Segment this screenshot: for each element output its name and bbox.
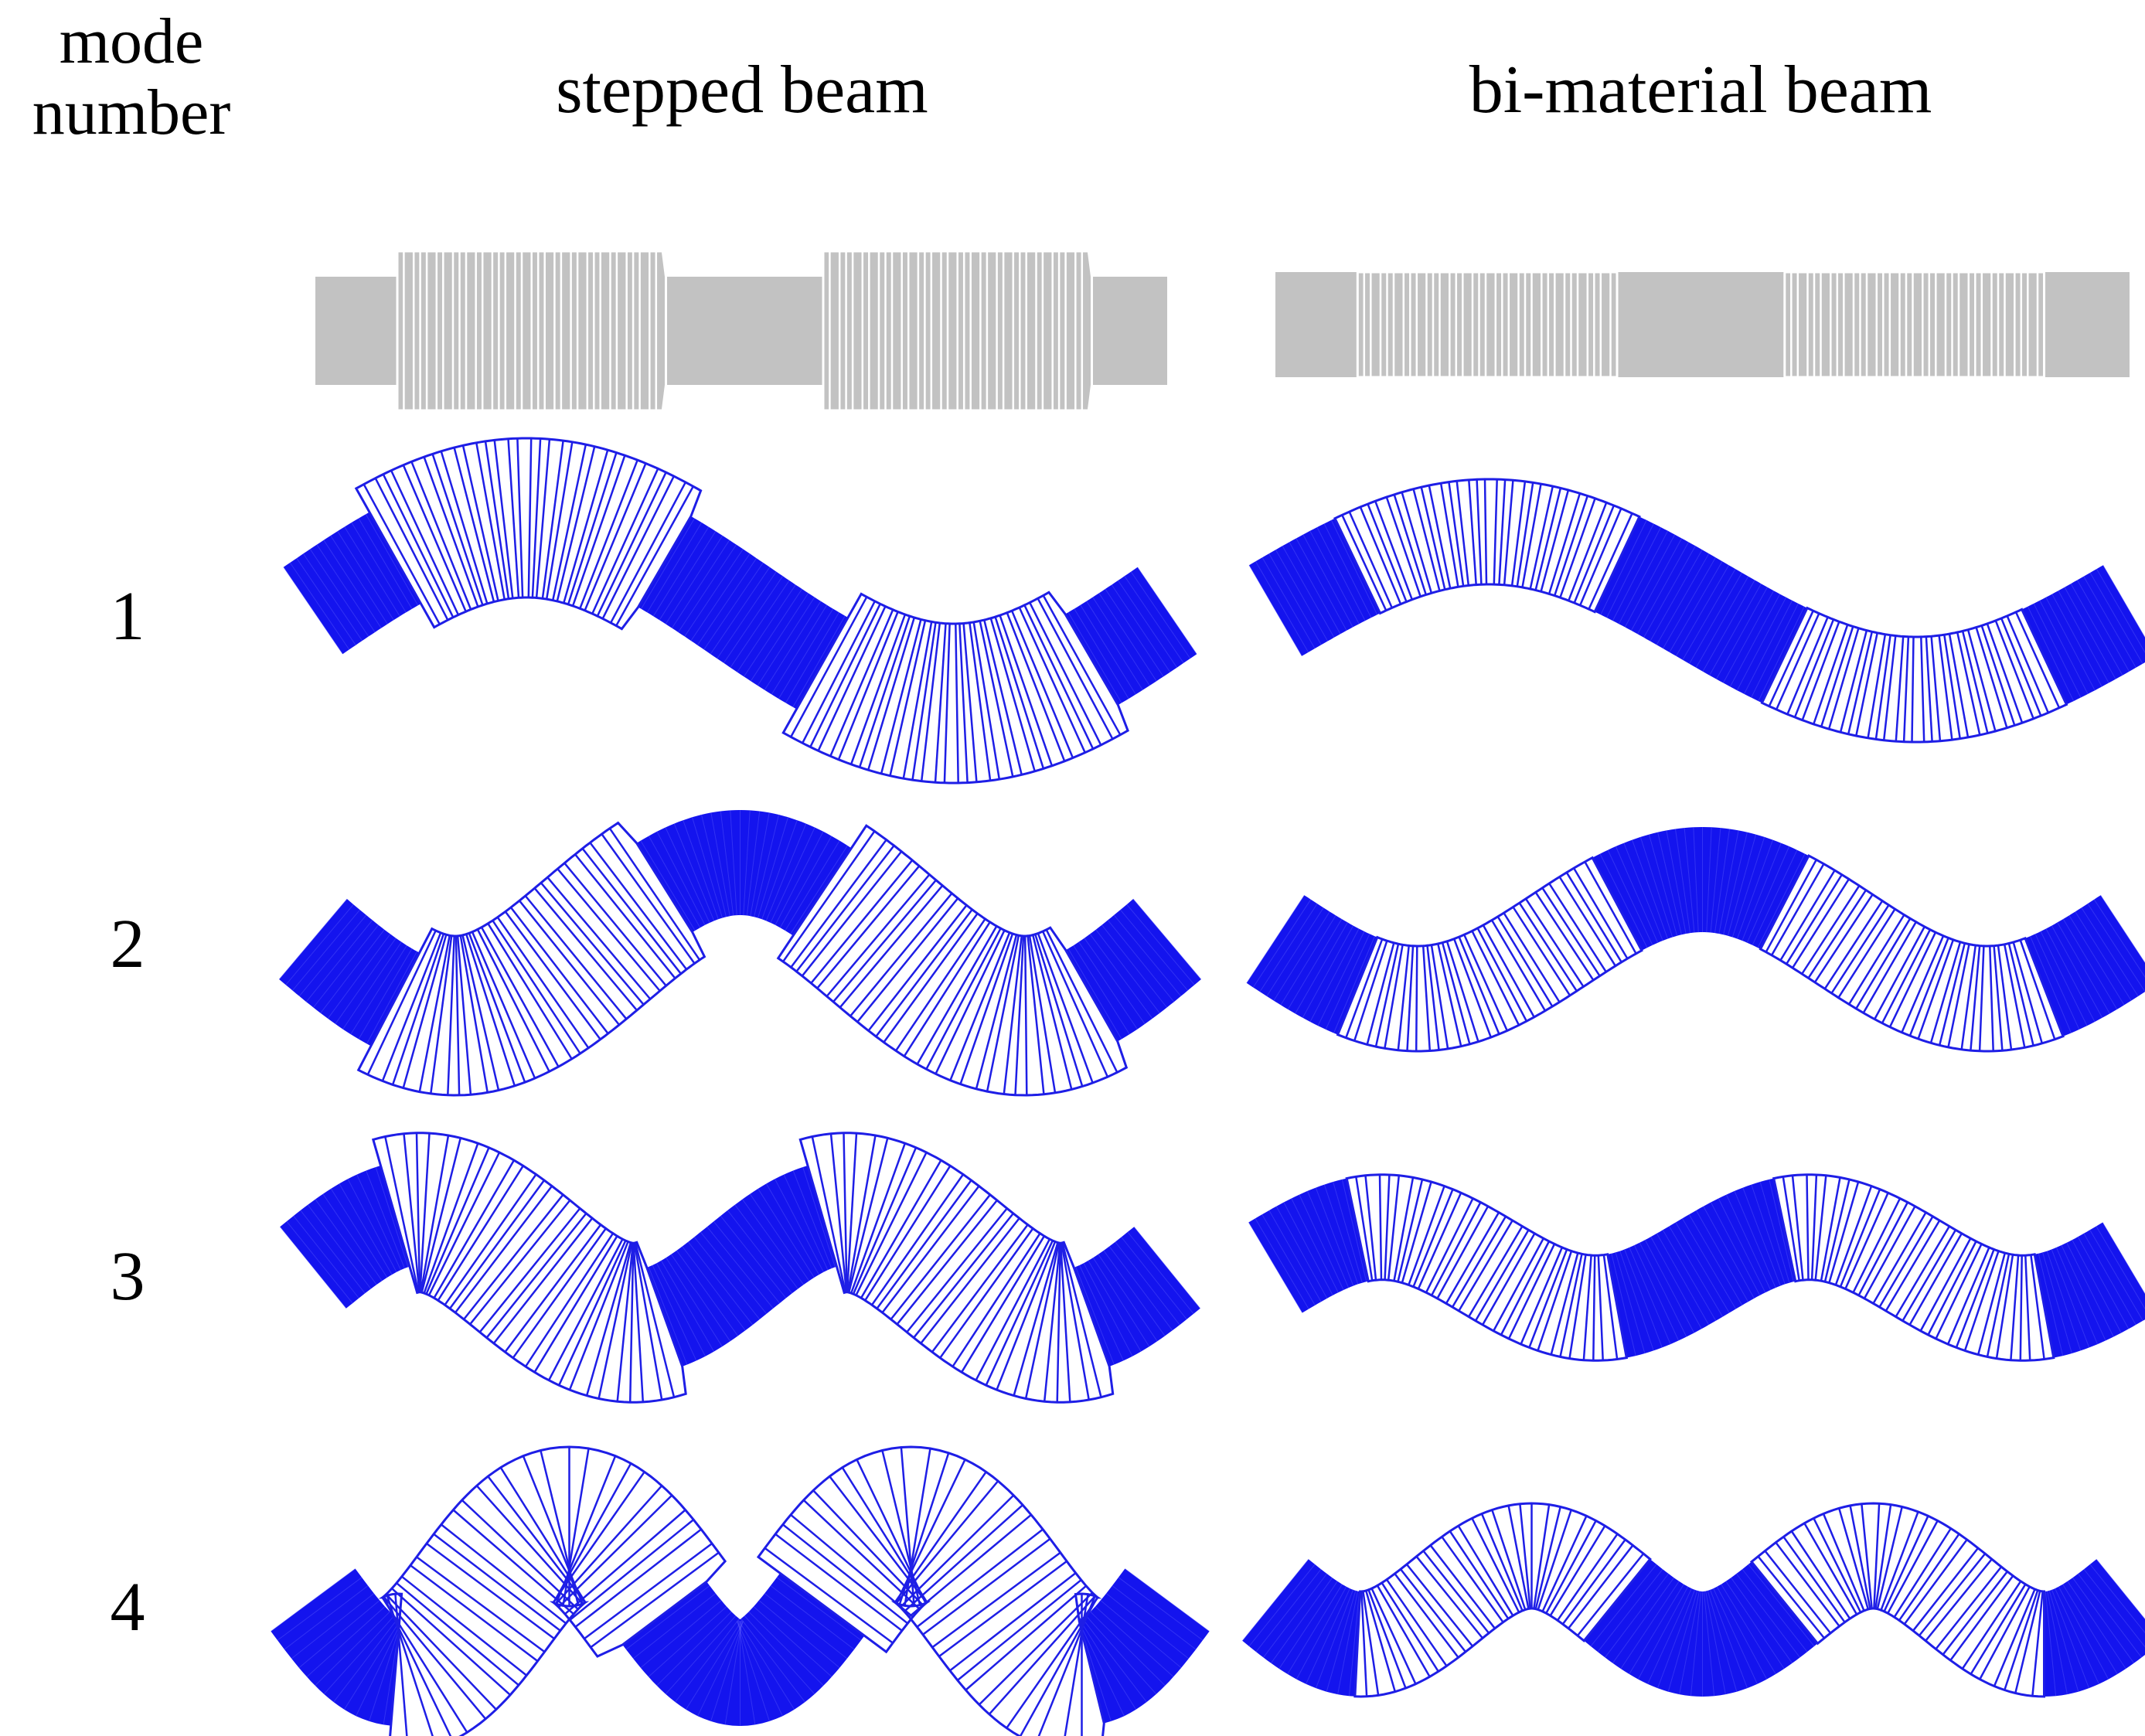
stepped-beam-shape-mode-2 xyxy=(278,810,1202,1097)
stepped-beam-shape-mode-1 xyxy=(283,437,1197,785)
stepped-beam-shape-mode-4 xyxy=(271,1445,1210,1736)
bimaterial-beam-shape-mode-3-section-1 xyxy=(1345,1173,1629,1362)
stepped-beam-shape-mode-3 xyxy=(279,1132,1201,1404)
stepped-beam-shape-mode-2-section-2 xyxy=(776,824,1129,1097)
bimaterial-beam-shape-mode-3-section-2 xyxy=(1772,1173,2055,1362)
stepped-beam-shape-mode-4-section-1 xyxy=(378,1445,727,1736)
bimaterial-beam-shape-undeformed-section-1 xyxy=(1356,271,1619,379)
bimaterial-beam-shape-undeformed xyxy=(1275,271,2130,379)
mode-label-3: 3 xyxy=(110,1238,145,1315)
bimaterial-beam-shape-mode-3 xyxy=(1248,1173,2145,1362)
bimaterial-beam-shape-mode-1-section-1 xyxy=(1333,478,1641,615)
mode-label-2: 2 xyxy=(110,906,145,982)
bimaterial-beam-shape-mode-2 xyxy=(1246,827,2145,1053)
stepped-beam-column-title: stepped beam xyxy=(556,53,928,128)
mode-number-header-line1: mode xyxy=(59,5,204,77)
bimaterial-beam-shape-mode-4 xyxy=(1241,1502,2145,1698)
bimaterial-beam-shape-mode-1 xyxy=(1248,478,2145,744)
mode-label-4: 4 xyxy=(110,1569,145,1646)
stepped-beam-shape-undeformed xyxy=(315,250,1167,412)
mode-number-header-line2: number xyxy=(32,77,231,148)
stepped-beam-shape-mode-4-section-2 xyxy=(756,1445,1105,1736)
bimaterial-beam-column-title: bi-material beam xyxy=(1469,53,1932,128)
stepped-beam-shape-mode-2-section-1 xyxy=(356,821,706,1097)
stepped-beam-shape-mode-3-section-1 xyxy=(371,1132,687,1404)
bimaterial-beam-shape-mode-4-section-2 xyxy=(1749,1502,2045,1698)
bimaterial-beam-shape-mode-2-section-1 xyxy=(1336,856,1643,1053)
bimaterial-beam-shape-mode-2-section-2 xyxy=(1759,854,2065,1053)
stepped-beam-shape-mode-3-section-2 xyxy=(798,1132,1115,1404)
bimaterial-beam-shape-undeformed-section-2 xyxy=(1783,271,2045,379)
mode-label-1: 1 xyxy=(110,578,145,655)
bimaterial-beam-shape-mode-1-section-2 xyxy=(1760,606,2068,744)
mode-number-header: mode number xyxy=(0,6,263,148)
